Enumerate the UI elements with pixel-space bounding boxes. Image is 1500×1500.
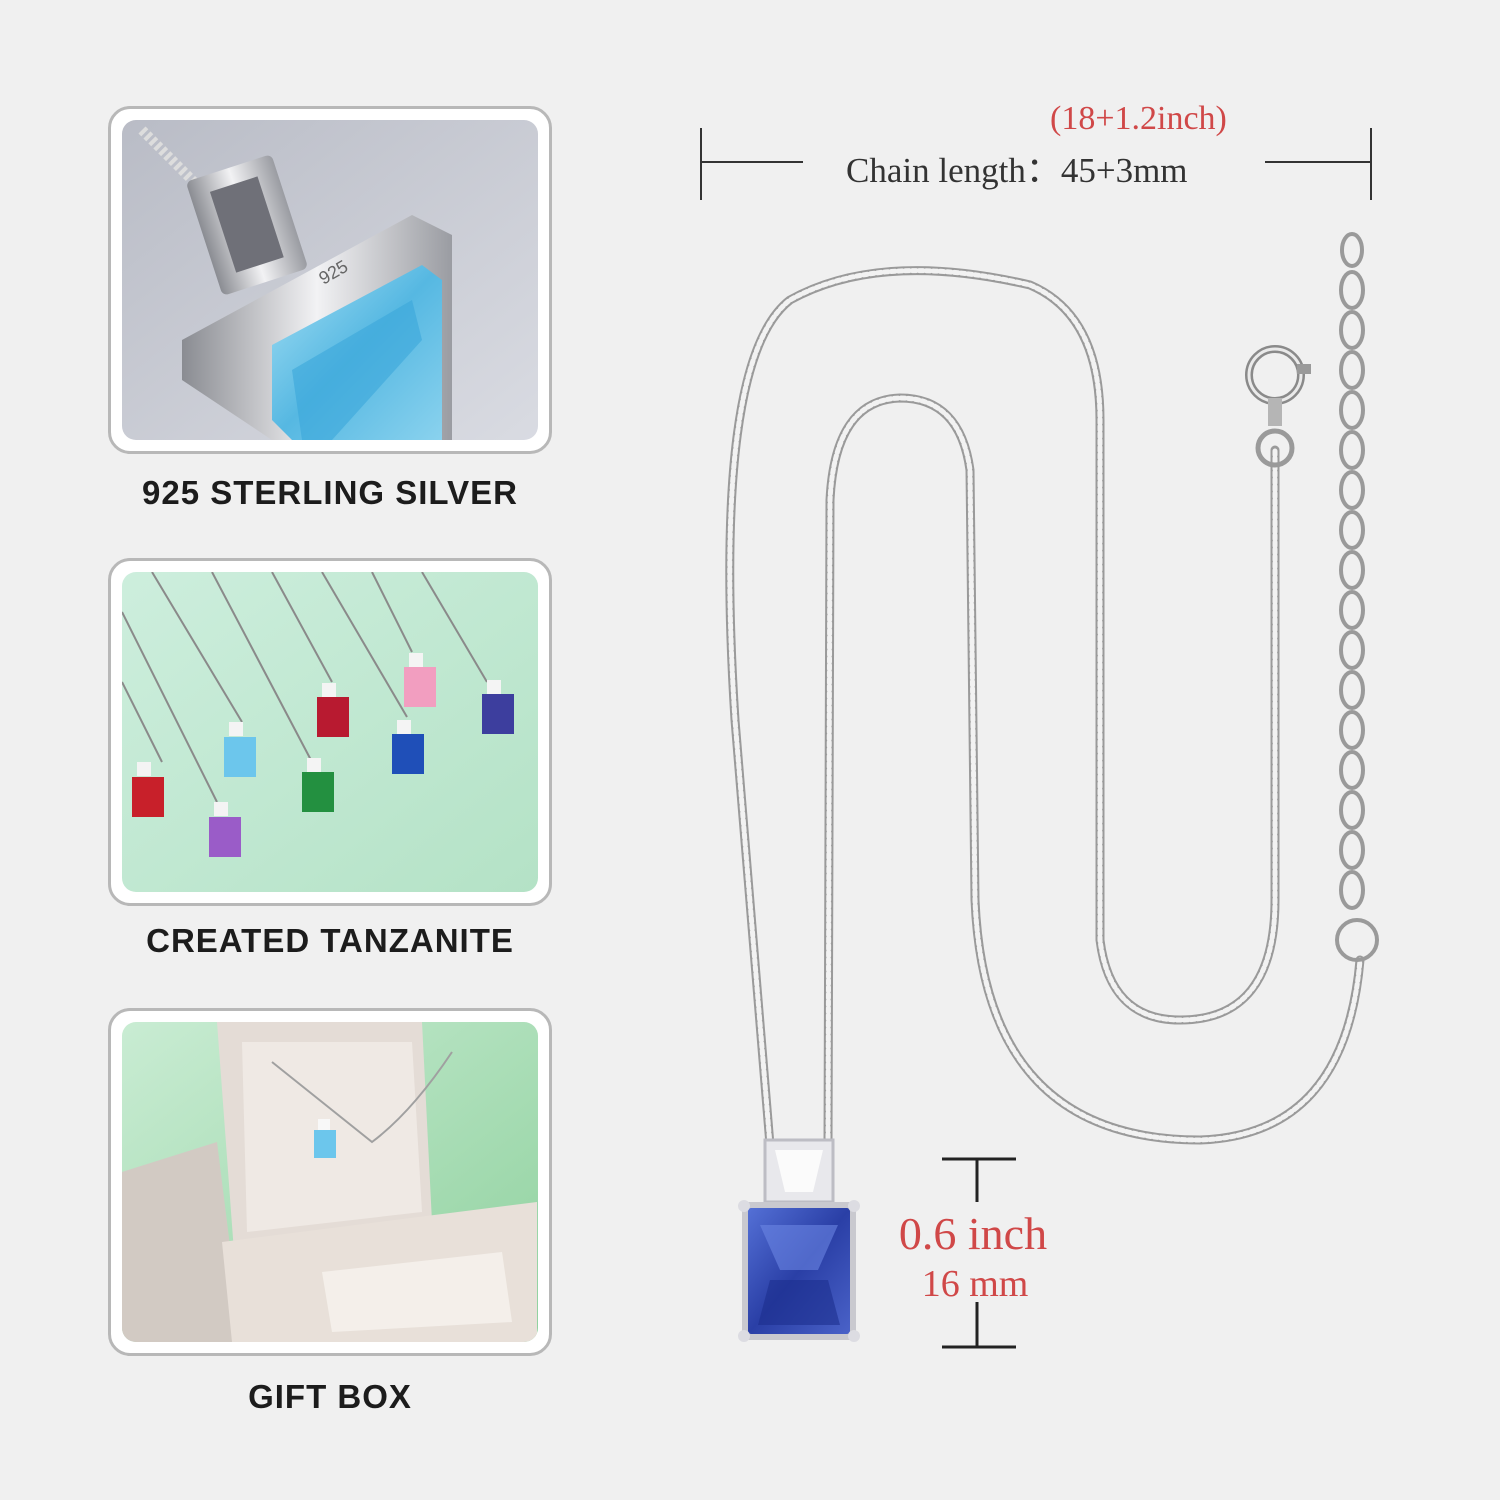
- gem-group: [132, 653, 514, 857]
- chain-length-label-text: Chain length：: [846, 151, 1061, 190]
- pendant-size-inch: 0.6 inch: [898, 1208, 1048, 1259]
- birthstone-necklaces-image: [122, 572, 538, 892]
- panel-caption-created-tanzanite: CREATED TANZANITE: [146, 922, 514, 959]
- sterling-silver-closeup-image: 925: [122, 120, 538, 440]
- extender-chain: [1335, 232, 1379, 962]
- tanzanite-panel: [108, 558, 552, 906]
- sterling-silver-panel: 925: [108, 106, 552, 454]
- gift-box-image: [122, 1022, 538, 1342]
- chain-length-value: 45+3mm: [1060, 151, 1188, 190]
- box-chain: [725, 266, 1365, 1150]
- gift-box-panel: [108, 1008, 552, 1356]
- pendant-size-mm: 16 mm: [921, 1263, 1029, 1305]
- pendant-size-dimension: [942, 1157, 1016, 1349]
- tanzanite-pendant: [738, 1138, 860, 1342]
- chain-length-label: Chain length：45+3mm: [846, 142, 1188, 193]
- spring-ring-clasp: [1245, 345, 1311, 468]
- chain-length-inch-note: (18+1.2inch): [1050, 100, 1227, 137]
- panel-caption-gift-box: GIFT BOX: [248, 1378, 412, 1415]
- panel-caption-sterling-silver: 925 STERLING SILVER: [142, 474, 518, 511]
- chain-length-dimension: [700, 128, 1372, 200]
